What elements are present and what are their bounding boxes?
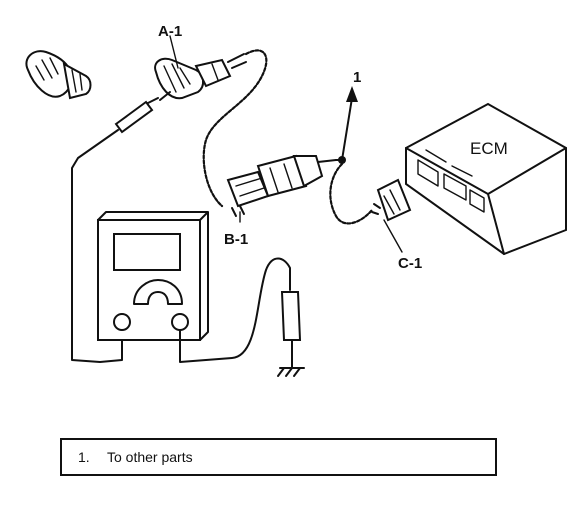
legend-item-text: To other parts — [107, 449, 193, 465]
legend-item-number: 1. — [78, 449, 90, 465]
ground-icon — [277, 367, 305, 377]
meter-display — [113, 233, 181, 271]
multimeter-icon — [97, 211, 209, 341]
arrow-up-icon — [346, 86, 358, 102]
connector-a1-icon — [154, 53, 247, 101]
test-probe-b-icon — [280, 291, 302, 341]
connector-b1-icon — [226, 154, 337, 217]
callout-line-c1 — [383, 219, 403, 253]
label-ecm: ECM — [470, 139, 508, 158]
label-marker-1: 1 — [353, 69, 361, 86]
ecm-unit-icon — [405, 102, 567, 256]
callout-line-a1 — [169, 35, 179, 69]
connector-c1-icon — [371, 178, 412, 222]
meter-terminal-left — [113, 313, 131, 331]
bulb-icon — [25, 50, 92, 100]
label-b1: B-1 — [224, 231, 248, 248]
legend-box: 1. To other parts — [60, 438, 497, 476]
label-c1: C-1 — [398, 255, 422, 272]
meter-terminal-right — [171, 313, 189, 331]
label-a1: A-1 — [158, 23, 182, 40]
wiring-diagram: A-1 B-1 C-1 1 ECM — [25, 23, 567, 377]
test-probe-a-icon — [114, 100, 154, 134]
